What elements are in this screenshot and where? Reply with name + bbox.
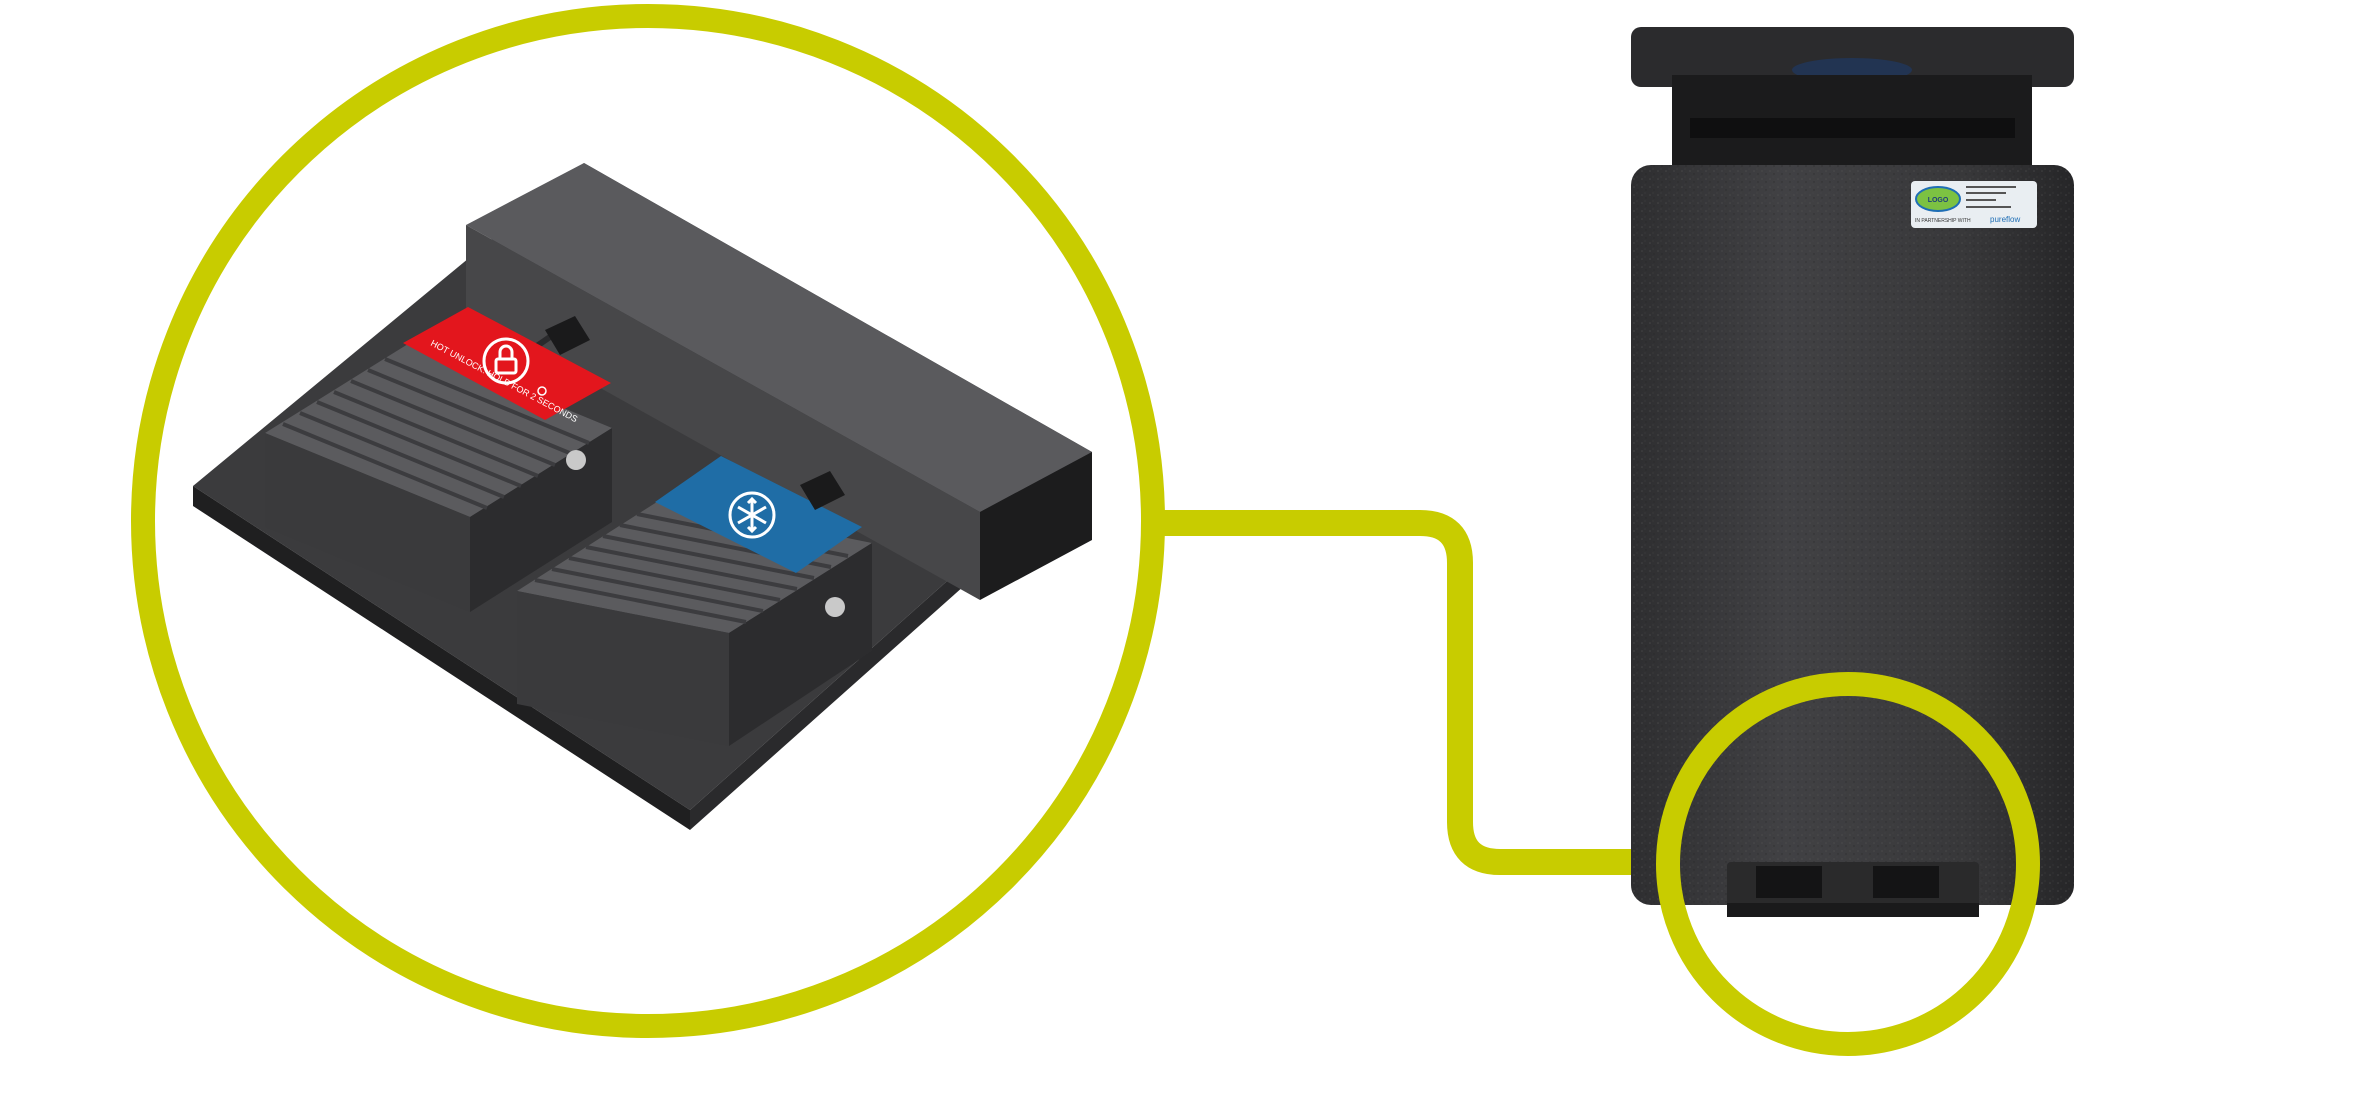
partner-name: pureflow — [1990, 215, 2020, 224]
dispenser-foot-pedals[interactable] — [1727, 862, 1979, 917]
tray-back-wall-top — [466, 163, 1092, 512]
brand-logo-text: LOGO — [1928, 197, 1949, 204]
cold-label — [655, 456, 862, 573]
tray-base-edge — [193, 486, 690, 830]
lock-icon — [482, 337, 530, 385]
callout-connector-line — [1160, 510, 1665, 875]
hot-pedal[interactable]: HOT UNLOCK: HOLD FOR 2 SECONDS — [265, 307, 612, 612]
snowflake-icon — [728, 491, 776, 539]
brand-logo — [1915, 186, 1961, 212]
tray-back-wall-front — [466, 225, 980, 600]
callout-highlight-circle — [1656, 672, 2040, 1056]
dispenser-sticker: LOGO IN PARTNERSHIP WITH pureflow — [1911, 181, 2037, 228]
dispenser-top-cap — [1631, 27, 2074, 87]
partnership-text: IN PARTNERSHIP WITH — [1915, 218, 1971, 224]
cold-pedal[interactable] — [517, 456, 872, 746]
